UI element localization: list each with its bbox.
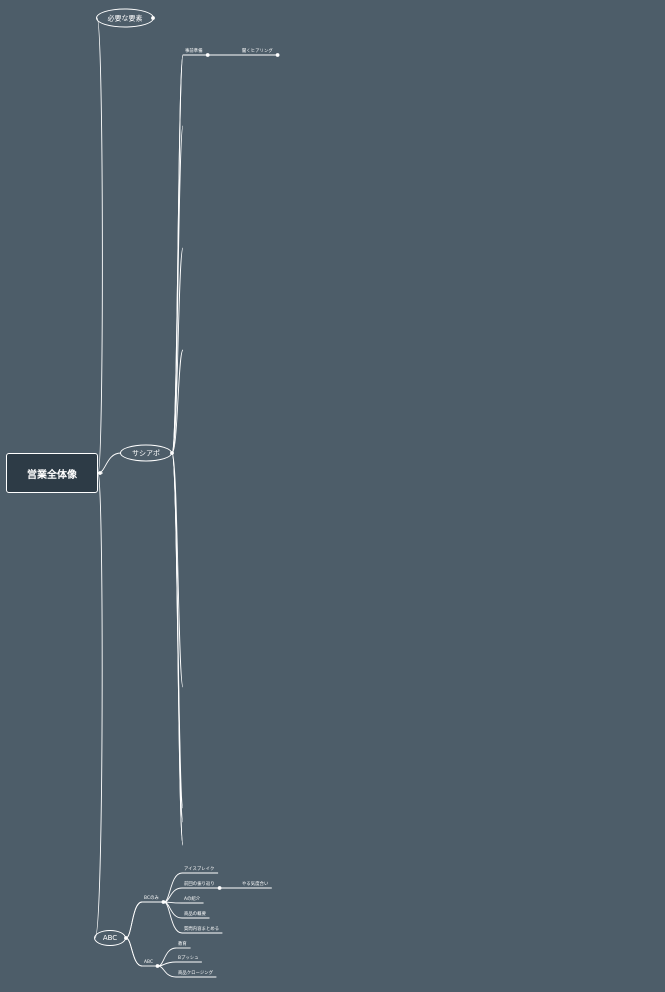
node-label[interactable]: BCのみ [144,896,159,901]
connector-line [163,901,183,934]
node-label[interactable]: Aの紹介 [184,897,201,902]
node-label[interactable]: 商品クロージング [178,971,214,976]
node-label[interactable]: 商品の概要 [184,912,206,917]
node-label[interactable]: ABC [144,960,154,965]
connector-line [125,937,143,967]
connector-line [94,472,103,939]
node-label[interactable]: アイスブレイク [184,867,215,872]
connector-line [171,247,184,454]
connector-line [96,17,103,474]
connector-line [125,901,143,939]
branch-abc[interactable]: ABC [94,930,126,946]
connector-line [171,452,184,688]
node-label[interactable]: 前回の振り返り [184,882,215,887]
branch-required-elements[interactable]: 必要な要素 [96,8,154,28]
collapse-dot[interactable] [98,471,102,475]
collapse-dot[interactable] [217,886,222,890]
collapse-dot[interactable] [205,53,210,57]
node-label[interactable]: Bプッシュ [178,956,199,961]
collapse-dot[interactable] [275,53,280,57]
connector-line [171,349,184,454]
connector-line [171,452,184,846]
connector-line [157,965,177,978]
node-label[interactable]: 教育 [178,942,187,947]
node-label[interactable]: やる気度合い [242,882,269,887]
collapse-dot[interactable] [155,964,160,968]
collapse-dot[interactable] [161,900,166,904]
node-label[interactable]: 質問内容まとめる [184,927,220,932]
branch-sashiapo[interactable]: サシアポ [120,444,172,462]
node-label[interactable]: 事前準備 [185,49,203,54]
root-node[interactable]: 営業全体像 [6,453,98,493]
connector-line [171,54,184,454]
node-label[interactable]: 聞くヒアリング [242,49,273,54]
